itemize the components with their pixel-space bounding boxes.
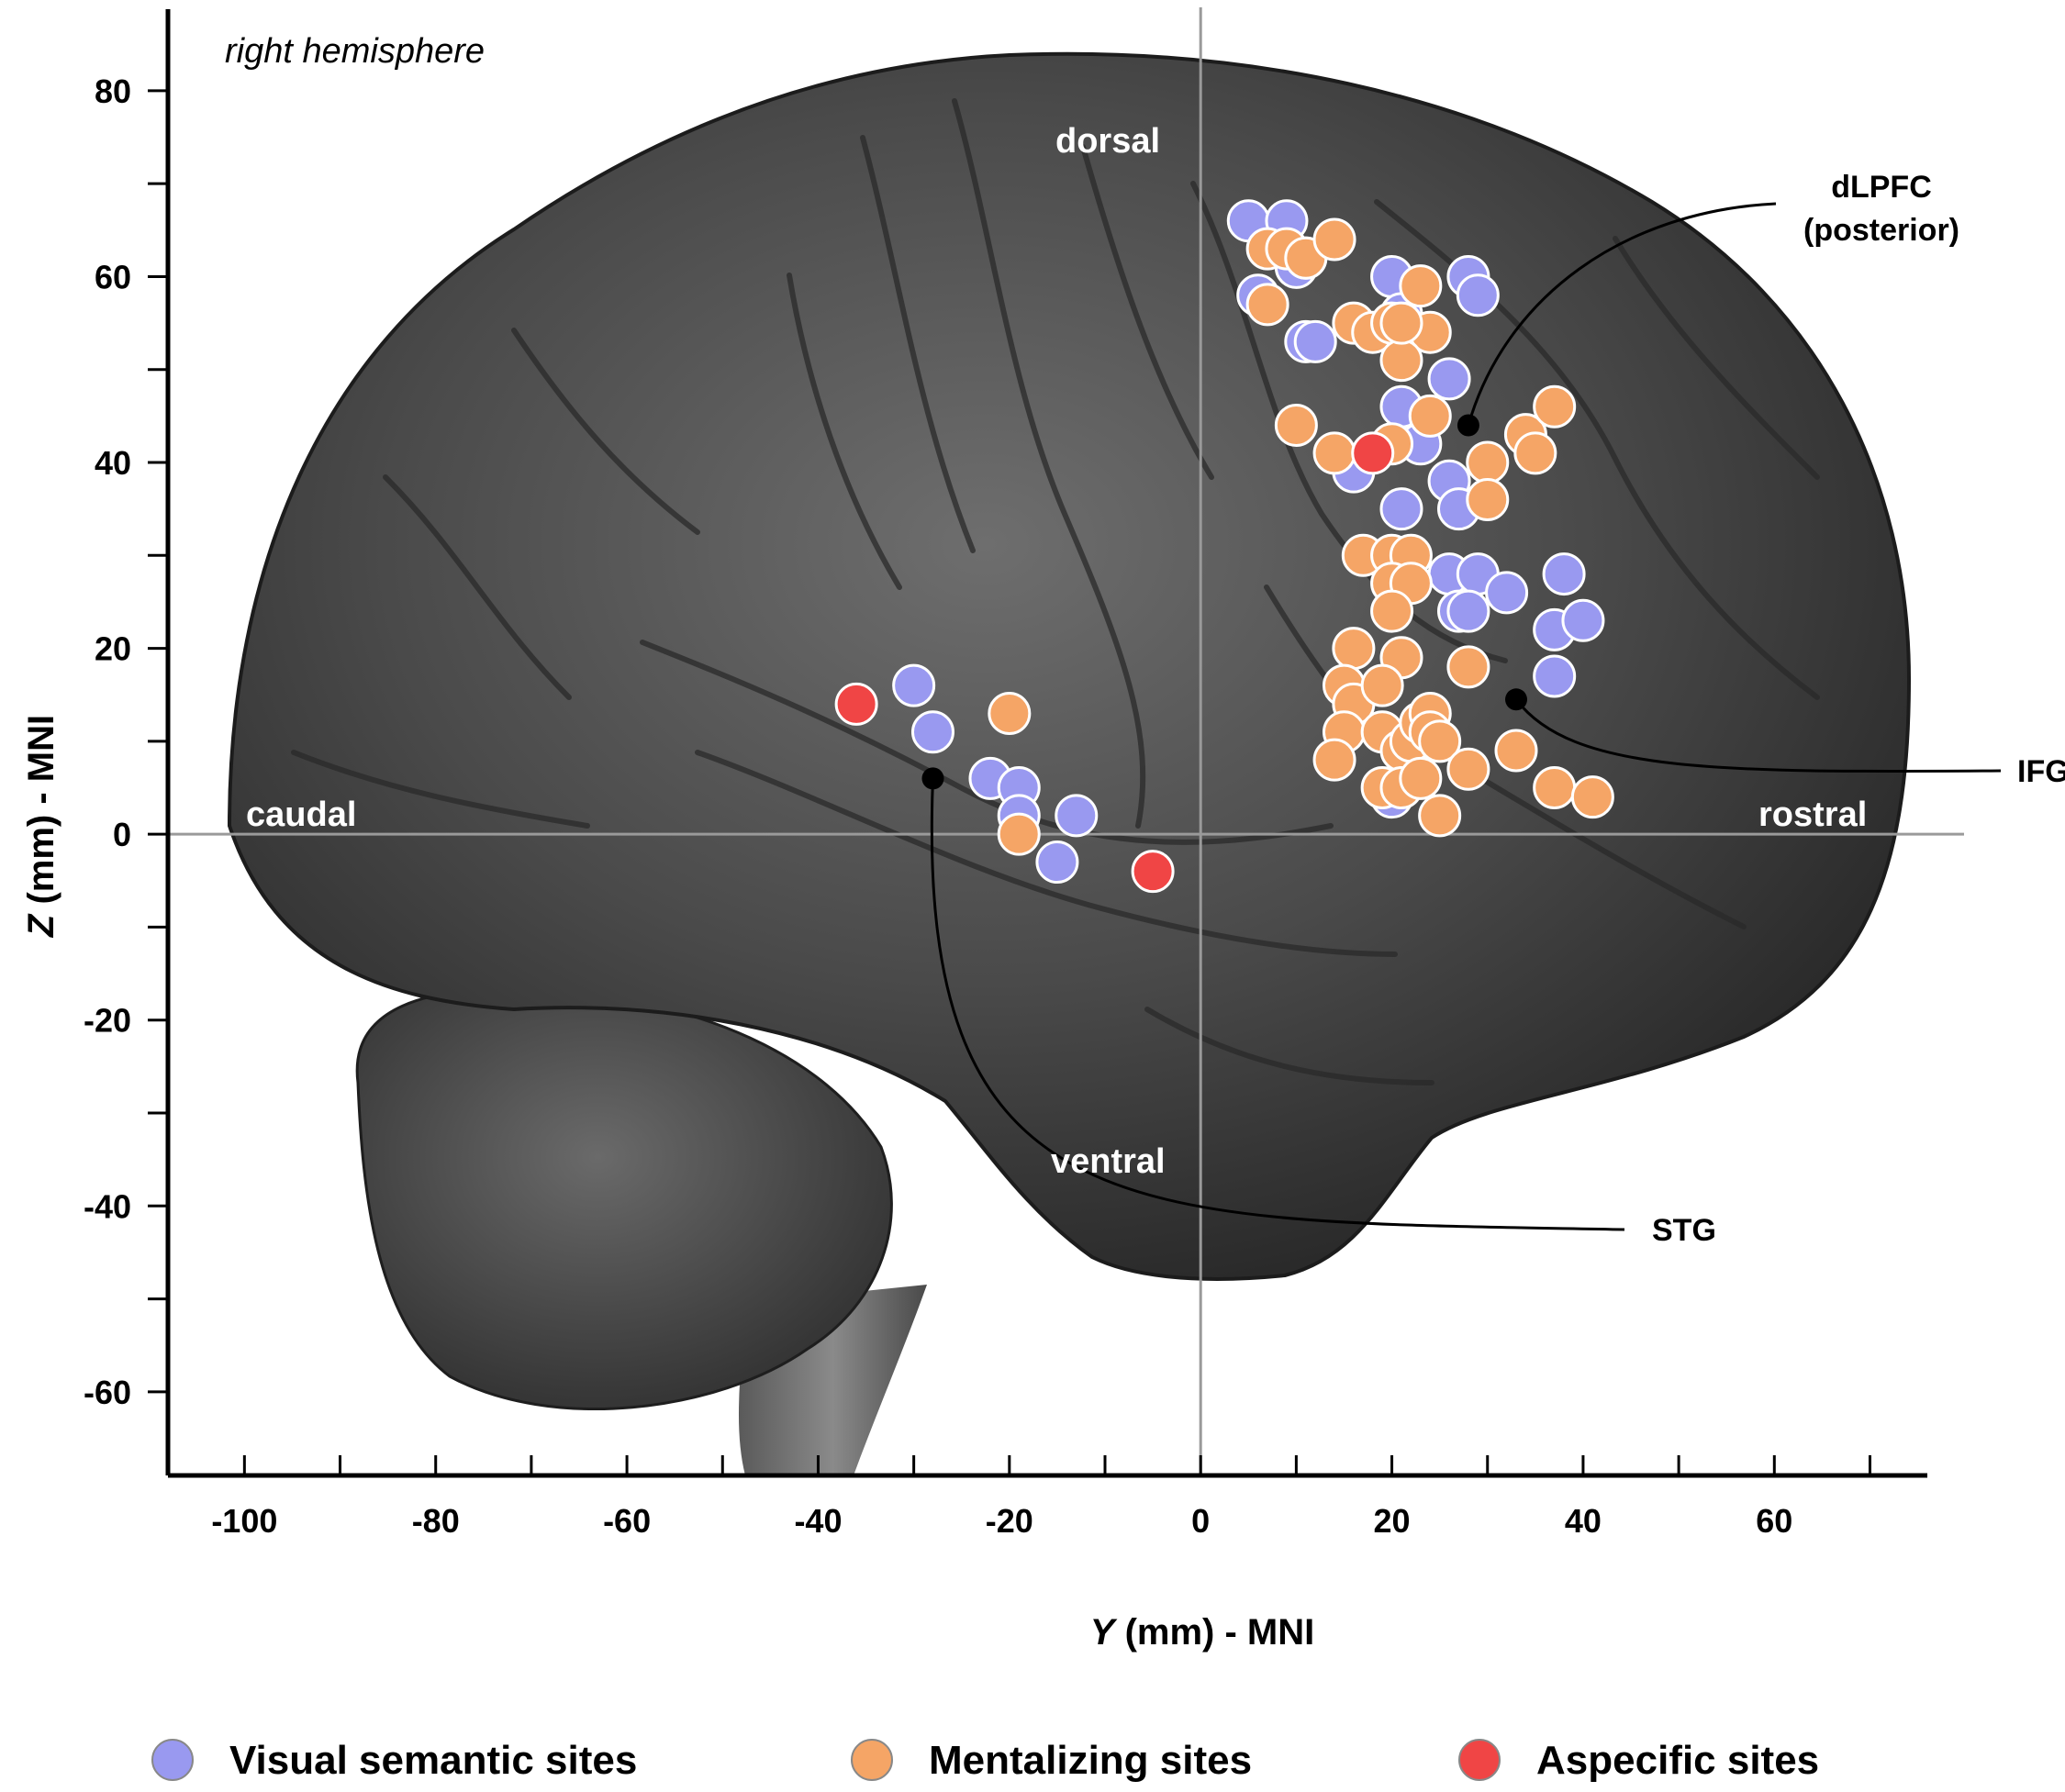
point-visual — [1379, 487, 1423, 531]
callout-line-dlpfc — [1467, 202, 1777, 426]
hemisphere-annotation: right hemisphere — [225, 32, 485, 71]
caudal-label: caudal — [246, 796, 356, 834]
point-visual — [1533, 654, 1577, 698]
region-label-ifg: IFG — [2017, 754, 2065, 789]
point-mentalizing — [1533, 766, 1577, 810]
region-anchor-dot — [1505, 688, 1528, 711]
point-mentalizing — [1379, 301, 1423, 345]
x-tick-label: -20 — [986, 1502, 1033, 1540]
legend-swatch-aspecific — [1458, 1739, 1501, 1781]
y-tick-label: 40 — [95, 444, 131, 482]
point-visual — [1035, 840, 1079, 885]
point-visual — [1485, 571, 1529, 615]
point-mentalizing — [1408, 394, 1452, 438]
point-aspecific — [1131, 850, 1175, 894]
point-visual — [892, 663, 936, 707]
legend-item-mentalizing: Mentalizing sites — [851, 1738, 1252, 1783]
region-anchor-dots — [921, 414, 1528, 790]
point-visual — [1427, 357, 1471, 401]
data-points — [834, 199, 1614, 894]
x-tick-label: 0 — [1191, 1502, 1210, 1540]
point-mentalizing — [988, 691, 1032, 735]
point-visual — [1293, 319, 1337, 363]
legend: Visual semantic sites Mentalizing sites … — [151, 1738, 1819, 1783]
region-label-dlpfc-sub: (posterior) — [1803, 213, 1959, 248]
x-tick-label: 60 — [1756, 1502, 1792, 1540]
point-mentalizing — [1494, 729, 1538, 773]
point-mentalizing — [1533, 384, 1577, 429]
point-aspecific — [1351, 431, 1395, 475]
region-labels: dLPFC (posterior) IFG STG — [1652, 170, 2065, 1248]
y-tick-label: -60 — [84, 1374, 131, 1411]
point-mentalizing — [1332, 627, 1376, 671]
point-visual — [1055, 794, 1099, 838]
dorsal-label: dorsal — [1055, 122, 1160, 161]
point-aspecific — [834, 682, 878, 726]
point-mentalizing — [1399, 756, 1443, 800]
x-tick-label: 20 — [1374, 1502, 1411, 1540]
region-label-dlpfc: dLPFC — [1831, 170, 1932, 205]
x-tick-label: -60 — [603, 1502, 651, 1540]
brain-sulci — [291, 98, 1820, 1085]
ventral-label: ventral — [1051, 1142, 1166, 1181]
region-label-stg: STG — [1652, 1213, 1716, 1248]
legend-swatch-visual — [151, 1739, 194, 1781]
x-tick-label: -100 — [211, 1502, 277, 1540]
point-mentalizing — [1446, 645, 1490, 689]
direction-labels: dorsal ventral caudal rostral — [246, 122, 1867, 1181]
x-tick-label: -80 — [412, 1502, 460, 1540]
rostral-label: rostral — [1758, 796, 1867, 834]
point-mentalizing — [1379, 339, 1423, 383]
x-tick-label: -40 — [794, 1502, 842, 1540]
axes: -100 -80 -60 -40 -20 0 20 40 60 -60 -40 -20 0 20 40 60 8… — [84, 9, 1927, 1540]
y-axis-label: Z (mm) - MNI — [21, 715, 61, 938]
legend-label-visual: Visual semantic sites — [229, 1738, 637, 1783]
region-callouts — [930, 202, 2002, 1231]
callout-line-stg — [930, 778, 1625, 1231]
point-visual — [1561, 598, 1605, 642]
point-mentalizing — [1370, 589, 1414, 633]
point-mentalizing — [1570, 775, 1614, 819]
y-tick-label: 80 — [95, 72, 131, 110]
point-mentalizing — [1418, 719, 1462, 763]
callout-line-ifg — [1514, 698, 2002, 774]
point-mentalizing — [1312, 431, 1356, 475]
legend-item-visual: Visual semantic sites — [151, 1738, 637, 1783]
point-visual — [1456, 273, 1500, 317]
point-mentalizing — [1446, 747, 1490, 791]
cerebrum-shape — [227, 51, 1912, 1281]
point-visual — [910, 710, 954, 754]
point-mentalizing — [1274, 404, 1318, 448]
legend-item-aspecific: Aspecific sites — [1458, 1738, 1819, 1783]
x-axis-label: Y (mm) - MNI — [1090, 1612, 1314, 1653]
point-mentalizing — [997, 812, 1041, 856]
point-mentalizing — [1513, 431, 1557, 475]
y-tick-label: 60 — [95, 258, 131, 295]
point-mentalizing — [1418, 794, 1462, 838]
point-mentalizing — [1312, 217, 1356, 262]
point-mentalizing — [1399, 264, 1443, 308]
region-anchor-dot — [921, 767, 944, 790]
legend-label-mentalizing: Mentalizing sites — [929, 1738, 1252, 1783]
x-tick-label: 40 — [1565, 1502, 1602, 1540]
y-tick-label: -40 — [84, 1187, 131, 1225]
cerebellum-shape — [355, 987, 893, 1410]
point-mentalizing — [1312, 738, 1356, 782]
legend-label-aspecific: Aspecific sites — [1536, 1738, 1819, 1783]
point-visual — [1542, 552, 1586, 596]
point-mentalizing — [1360, 663, 1404, 707]
point-mentalizing — [1245, 283, 1289, 327]
y-tick-label: -20 — [84, 1002, 131, 1040]
legend-swatch-mentalizing — [851, 1739, 893, 1781]
brain-illustration — [227, 51, 1912, 1475]
y-tick-label: 20 — [95, 630, 131, 668]
region-anchor-dot — [1457, 414, 1479, 437]
point-visual — [1446, 589, 1490, 633]
point-mentalizing — [1466, 440, 1510, 484]
point-mentalizing — [1466, 478, 1510, 522]
y-tick-label: 0 — [113, 816, 131, 853]
